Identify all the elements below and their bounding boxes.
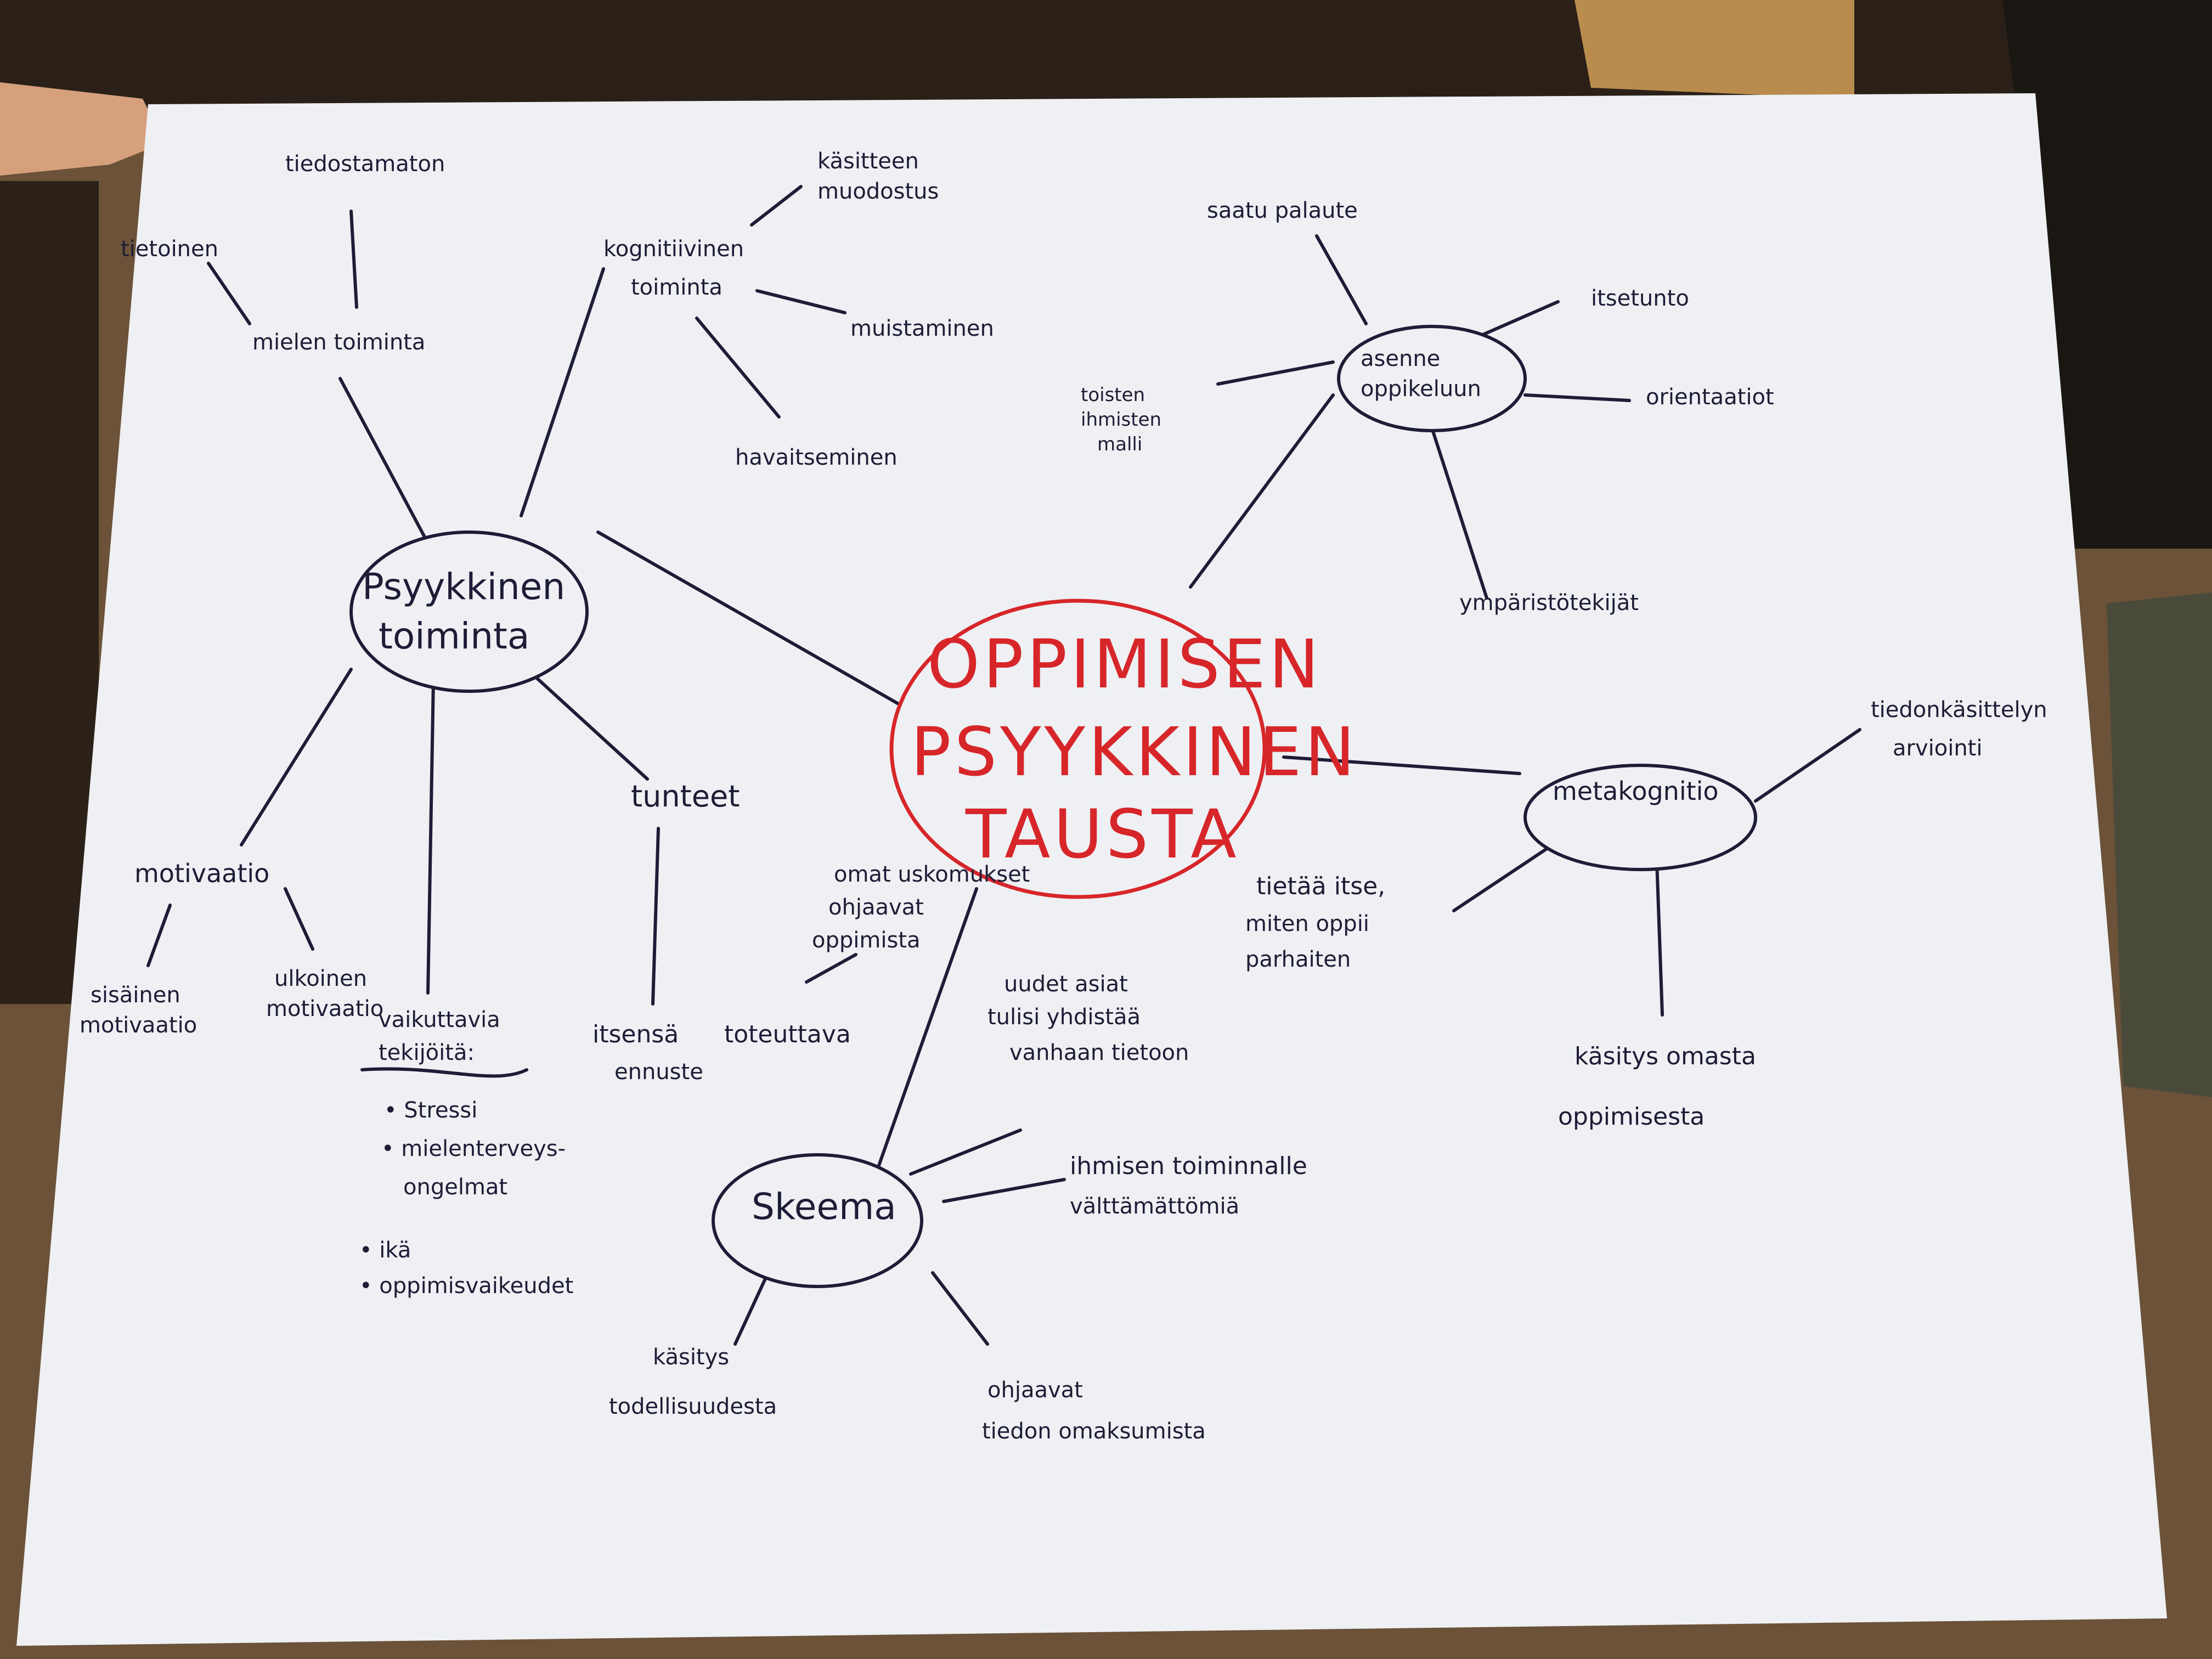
chair-dark-right [2002, 0, 2212, 549]
hub-asenne-line-1: asenne [1361, 346, 1441, 371]
hub-psyykkinen-line-1: Psyykkinen [362, 566, 566, 608]
label-tietaa-line-2: miten oppii [1245, 911, 1369, 936]
chair-wood [1575, 0, 1854, 99]
psyykkinen-cloud [349, 531, 589, 693]
label-ohjaavat-line-1: ohjaavat [988, 1378, 1083, 1403]
label-kognitiivinen-line-2: toiminta [631, 275, 723, 300]
label-sisainen-line-2: motivaatio [80, 1013, 198, 1038]
label-sisainen-line-1: sisäinen [91, 983, 180, 1008]
label-ohjaavat-line-2: tiedon omaksumista [982, 1419, 1206, 1444]
label-tiedonkasittely-line-2: arviointi [1893, 736, 1983, 761]
label-muistaminen: muistaminen [850, 316, 994, 341]
label-kasitteen-line-1: käsitteen [817, 149, 919, 174]
dark-left-strip [0, 181, 99, 1004]
label-uudet-line-3: vanhaan tietoon [1009, 1040, 1189, 1065]
label-bullet-mielenterveys-line-1: • mielenterveys- [381, 1136, 566, 1161]
label-tietoinen: tietoinen [121, 236, 218, 262]
connector-lines [146, 185, 1861, 1346]
label-tietaa-line-3: parhaiten [1245, 947, 1351, 972]
label-bullet-stressi: • Stressi [384, 1098, 478, 1123]
metakognitio-cloud [1523, 764, 1757, 871]
label-vaikuttavia-line-2: tekijöitä: [379, 1040, 475, 1065]
hub-metakognitio: metakognitio [1553, 776, 1719, 806]
label-tiedonkasittely-line-1: tiedonkäsittelyn [1871, 697, 2047, 723]
label-motivaatio: motivaatio [134, 859, 270, 888]
hub-psyykkinen-line-2: toiminta [379, 615, 530, 657]
center-title-line-3: TAUSTA [966, 795, 1240, 873]
label-bullet-oppimisvaikeudet: • oppimisvaikeudet [359, 1273, 574, 1299]
label-orientaatiot: orientaatiot [1646, 385, 1774, 410]
center-title-line-1: OPPIMISEN [927, 625, 1323, 703]
center-oval [889, 599, 1267, 899]
label-ulkoinen-line-1: ulkoinen [274, 966, 368, 991]
hub-clouds [349, 325, 1757, 1288]
label-ymparistotekijat: ympäristötekijät [1459, 590, 1639, 616]
bag-right [2107, 592, 2212, 1097]
label-kasitteen-line-2: muodostus [817, 179, 939, 204]
label-toisten-line-1: toisten [1081, 384, 1146, 406]
label-havaitseminen: havaitseminen [735, 445, 898, 470]
label-ihmisen-line-1: ihmisen toiminnalle [1070, 1152, 1307, 1180]
label-kasitys-todellisuudesta-line-2: todellisuudesta [609, 1394, 777, 1419]
label-toisten-line-3: malli [1097, 433, 1143, 455]
label-uudet-line-2: tulisi yhdistää [988, 1005, 1141, 1030]
hub-asenne-line-2: oppikeluun [1361, 376, 1481, 402]
label-kognitiivinen-line-1: kognitiivinen [603, 236, 744, 262]
label-kasitys-omasta-line-2: oppimisesta [1558, 1103, 1705, 1131]
skeema-cloud [712, 1153, 923, 1288]
label-itsensa-line-2: ennuste [614, 1059, 703, 1085]
label-tunteet: tunteet [631, 779, 740, 814]
label-ihmisen-line-2: välttämättömiä [1070, 1194, 1240, 1219]
label-bullet-ika: • ikä [359, 1238, 411, 1263]
label-bullet-mielenterveys-line-2: ongelmat [403, 1175, 508, 1200]
label-vaikuttavia-line-1: vaikuttavia [379, 1007, 500, 1032]
label-uudet-line-1: uudet asiat [1004, 972, 1128, 997]
hub-skeema: Skeema [752, 1186, 896, 1228]
label-itsetunto: itsetunto [1591, 286, 1689, 311]
label-ulkoinen-line-2: motivaatio [266, 996, 384, 1022]
label-omat-line-3: oppimista [812, 928, 921, 953]
label-toisten-line-2: ihmisten [1081, 409, 1162, 431]
label-omat-line-2: ohjaavat [828, 895, 924, 920]
label-tiedostamaton: tiedostamaton [285, 151, 445, 177]
asenne-cloud [1337, 325, 1527, 432]
label-omat-line-1: omat uskomukset [834, 862, 1030, 887]
label-tietaa-line-1: tietää itse, [1256, 872, 1386, 900]
label-kasitys-omasta-line-1: käsitys omasta [1575, 1042, 1756, 1070]
label-toteuttava: toteuttava [724, 1020, 851, 1048]
center-title-line-2: PSYYKKINEN [911, 713, 1358, 791]
label-kasitys-todellisuudesta-line-1: käsitys [653, 1345, 730, 1370]
label-mielen-toiminta: mielen toiminta [252, 330, 426, 355]
label-saatu-palaute: saatu palaute [1207, 198, 1358, 223]
hand-left [0, 82, 165, 176]
label-itsensa-line-1: itsensä [592, 1020, 679, 1048]
